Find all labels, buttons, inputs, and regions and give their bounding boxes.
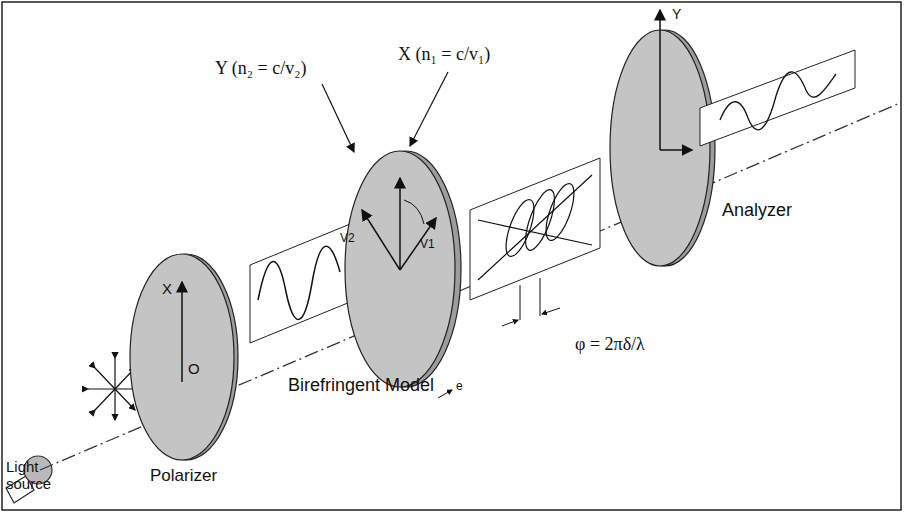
part-label: Analyzer xyxy=(722,200,792,221)
leader-line xyxy=(322,84,354,152)
analyzer-disc xyxy=(610,10,715,266)
velocity-label: V2 xyxy=(340,232,355,246)
polarized-wave xyxy=(250,222,355,343)
birefringent-model xyxy=(345,151,461,398)
index-formula: Y (n₂ = c/v₂) xyxy=(215,58,307,79)
thickness-label: e xyxy=(456,380,463,394)
axis-label: O xyxy=(188,360,200,377)
axis-label: X xyxy=(162,280,172,297)
axis-label: Y xyxy=(672,6,681,22)
part-label: Birefringent Model xyxy=(288,375,434,396)
leader-line xyxy=(410,72,448,146)
part-label: Polarizer xyxy=(150,466,217,486)
velocity-label: V1 xyxy=(420,238,435,252)
index-formula: X (n₁ = c/v₁) xyxy=(398,44,490,65)
polarizer-disc xyxy=(130,254,238,460)
output-wave xyxy=(700,50,855,146)
elliptical-wave xyxy=(470,158,600,326)
optical-axis xyxy=(40,103,900,470)
phase-formula: φ = 2πδ/λ xyxy=(575,334,645,355)
part-label: Light source xyxy=(6,458,64,493)
